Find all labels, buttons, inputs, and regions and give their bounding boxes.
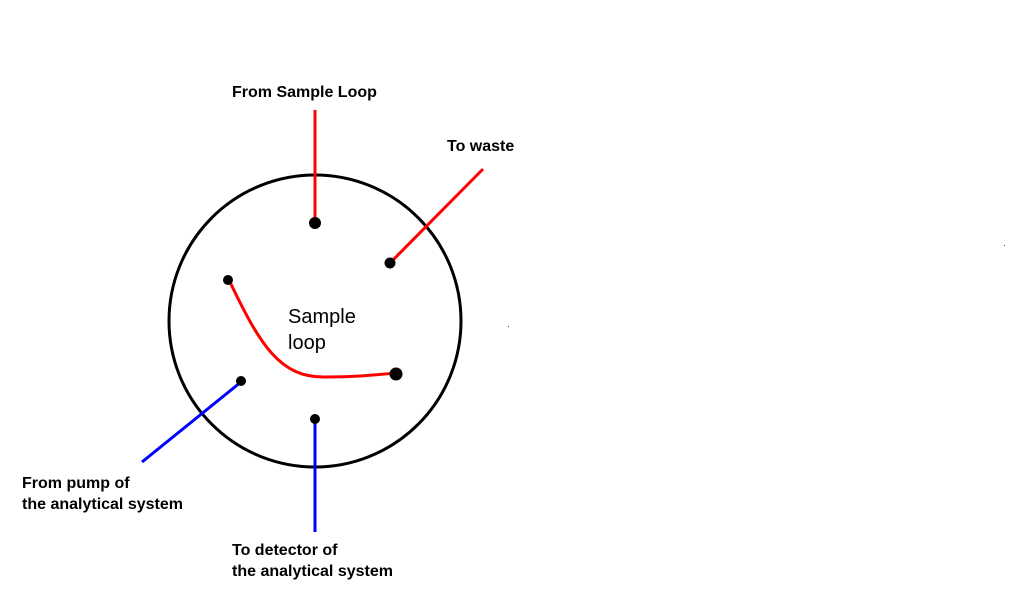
to-detector-label: To detector of the analytical system (232, 540, 393, 582)
port-lower-left (236, 376, 246, 386)
from-pump-label: From pump of the analytical system (22, 473, 183, 515)
to-detector-label-line2: the analytical system (232, 563, 393, 580)
from-pump-label-line1: From pump of (22, 475, 130, 492)
speck (1004, 245, 1005, 246)
sample-loop-center-label: Sample loop (288, 304, 356, 356)
speck (508, 326, 509, 327)
center-label-line2: loop (288, 332, 326, 354)
from-pump-line (141, 380, 242, 464)
port-top (309, 217, 321, 229)
from-sample-loop-label: From Sample Loop (232, 84, 377, 101)
sample-loop-curve (227, 279, 397, 379)
from-pump-label-line2: the analytical system (22, 496, 183, 513)
port-bottom (310, 414, 320, 424)
to-waste-label: To waste (447, 138, 515, 155)
to-waste-line (389, 167, 485, 264)
center-label-line1: Sample (288, 306, 356, 328)
to-detector-label-line1: To detector of (232, 542, 338, 559)
port-upper-left (223, 275, 233, 285)
port-upper-right (384, 257, 396, 269)
port-lower-right (389, 367, 403, 381)
